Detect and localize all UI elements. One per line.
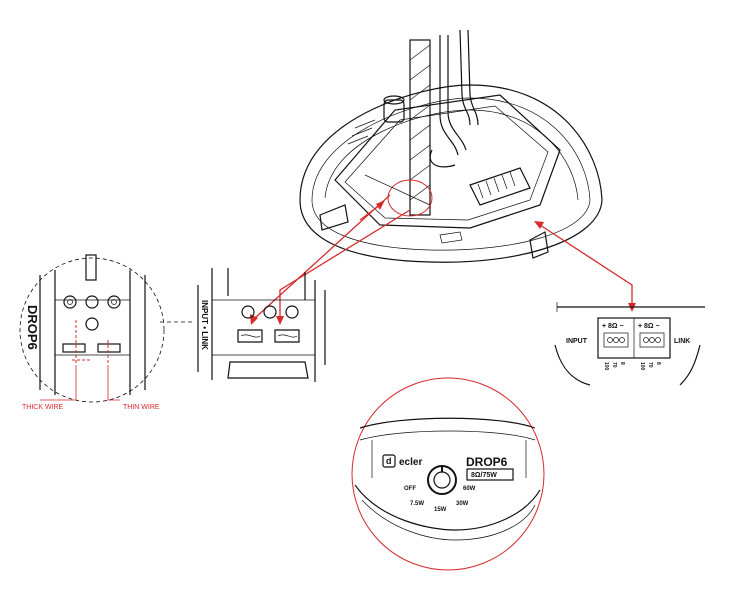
selector-15: 15W <box>434 507 447 513</box>
pointer-arrows <box>250 194 636 325</box>
logo-text: ecler <box>399 457 422 468</box>
impedance-box-text: 8Ω/75W <box>471 472 497 479</box>
inset-left-detail: DROP6 <box>19 254 165 403</box>
thick-wire-label: THICK WIRE <box>22 404 64 411</box>
terminal-1-label: + 8Ω − <box>602 323 624 330</box>
inset-right-detail: + 8Ω − + 8Ω − INPUT LINK 100 70 8 100 70… <box>554 302 705 386</box>
terminal-block-main <box>469 167 531 206</box>
inset-middle-detail: INPUT • LINK <box>197 268 326 382</box>
speaker-main-drawing <box>299 29 603 263</box>
svg-text:d: d <box>386 456 392 466</box>
mark-1-100: 100 <box>603 362 609 371</box>
thin-wire-label: THIN WIRE <box>123 404 160 411</box>
inset-middle-side-text: INPUT • LINK <box>200 300 209 350</box>
mark-1-70: 70 <box>611 362 617 368</box>
selector-7-5: 7.5W <box>410 501 424 507</box>
mounting-post <box>409 39 431 216</box>
mark-2-100: 100 <box>639 362 645 371</box>
selector-60: 60W <box>463 486 476 492</box>
inset-left-brand: DROP6 <box>25 305 40 350</box>
terminal-screws <box>63 295 121 331</box>
selector-knob <box>383 95 405 123</box>
mark-2-8: 8 <box>655 362 661 365</box>
input-label: INPUT <box>566 338 588 345</box>
selector-30: 30W <box>456 501 469 507</box>
power-selector-knob <box>427 465 457 495</box>
ecler-logo: d ecler <box>382 454 422 468</box>
model-text: DROP6 <box>466 455 508 469</box>
terminal-2-label: + 8Ω − <box>638 323 660 330</box>
speaker-cables <box>429 29 479 168</box>
inset-bottom-detail: d ecler DROP6 8Ω/75W OFF 7.5W 15W 30W 60… <box>351 377 545 571</box>
link-label: LINK <box>674 338 690 345</box>
mark-1-8: 8 <box>619 362 625 365</box>
selector-off: OFF <box>404 486 416 492</box>
mark-2-70: 70 <box>647 362 653 368</box>
